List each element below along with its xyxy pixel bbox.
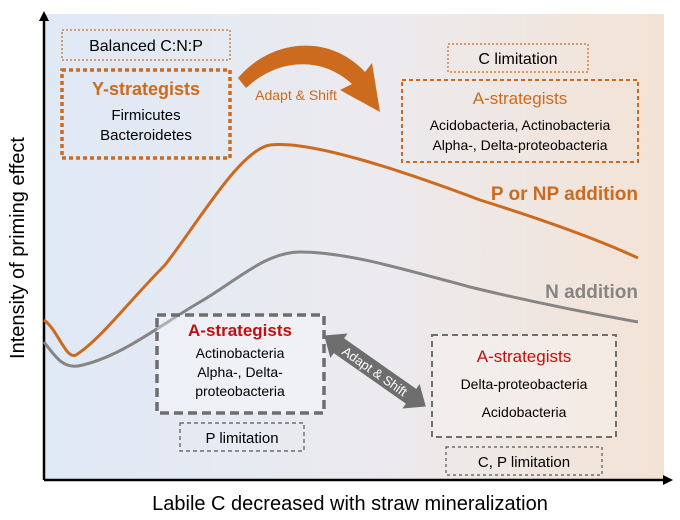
top-adapt-shift-arrow <box>238 45 380 112</box>
top-right-taxon-2: Alpha-, Delta-proteobacteria <box>432 137 607 153</box>
y-strategists-taxon-1: Firmicutes <box>111 107 180 124</box>
p-limitation-label: P limitation <box>205 430 278 447</box>
top-right-a-strategists-title: A-strategists <box>473 89 567 108</box>
y-axis-label: Intensity of priming effect <box>7 137 29 359</box>
orange-curve-p-np-addition <box>43 142 639 357</box>
gray-curve-n-addition <box>42 250 639 368</box>
p-limitation-box <box>179 422 305 452</box>
y-strategists-taxon-2: Bacteroidetes <box>100 127 192 144</box>
bottom-right-a-strategists-box <box>431 334 617 438</box>
c-limitation-label: C limitation <box>478 51 557 68</box>
c-p-limitation-box <box>445 446 603 476</box>
bottom-left-taxon-1: Actinobacteria <box>196 345 285 361</box>
balanced-cnp-label: Balanced C:N:P <box>89 38 203 55</box>
bottom-left-taxon-3: proteobacteria <box>195 383 285 399</box>
y-strategists-title: Y-strategists <box>92 79 200 99</box>
orange-curve-label: P or NP addition <box>491 184 638 205</box>
bottom-right-a-strategists-title: A-strategists <box>477 347 571 366</box>
bottom-left-a-strategists-title: A-strategists <box>188 321 292 340</box>
top-adapt-shift-label: Adapt & Shift <box>255 87 337 103</box>
bottom-left-taxon-2: Alpha-, Delta- <box>197 364 283 380</box>
x-axis-label: Labile C decreased with straw mineraliza… <box>152 493 548 515</box>
top-right-a-strategists-box <box>401 79 639 163</box>
top-right-taxon-1: Acidobacteria, Actinobacteria <box>430 117 611 133</box>
gray-curve-label: N addition <box>545 282 638 303</box>
c-p-limitation-label: C, P limitation <box>478 454 570 471</box>
bottom-right-taxon-1: Delta-proteobacteria <box>461 376 588 392</box>
bottom-right-taxon-2: Acidobacteria <box>482 404 567 420</box>
bottom-left-a-strategists-box <box>155 313 326 415</box>
balanced-cnp-box <box>61 29 231 61</box>
c-limitation-box <box>447 43 589 73</box>
y-strategists-box <box>60 68 232 160</box>
